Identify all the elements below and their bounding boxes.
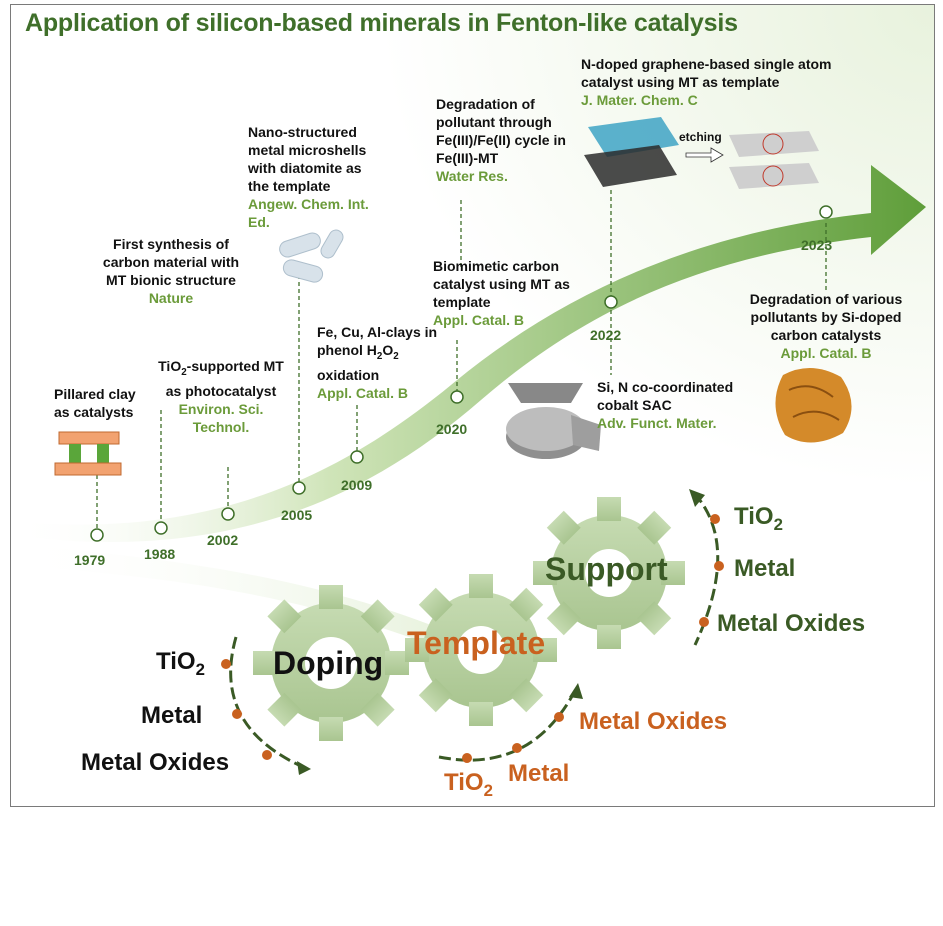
si-doped-carbon-icon <box>775 367 852 443</box>
doping-item-metal: Metal <box>141 702 203 729</box>
diatom-shells-icon <box>279 229 344 283</box>
support-item-tio2: TiO2 <box>734 503 783 534</box>
node-2005 <box>292 481 306 495</box>
node-1988 <box>154 521 168 535</box>
timeline-arrow <box>11 165 926 543</box>
support-item-metal-oxides: Metal Oxides <box>717 610 866 637</box>
year-label: 2023 <box>801 237 833 253</box>
doping-item-metal-oxides: Metal Oxides <box>81 749 230 776</box>
year-label: 2022 <box>590 327 622 343</box>
node-2020 <box>450 390 464 404</box>
node-1979 <box>90 528 104 542</box>
pillared-clay-icon <box>54 431 122 476</box>
timeline-tail <box>11 543 431 645</box>
event-2002: TiO2-supported MT as photocatalyst Envir… <box>158 358 284 435</box>
gear-label-template: Template <box>407 625 546 661</box>
event-1988: First synthesis of carbon material with … <box>102 236 240 306</box>
node-2002 <box>221 507 235 521</box>
figure-frame: Application of silicon-based minerals in… <box>10 4 935 807</box>
node-2009 <box>350 450 364 464</box>
event-2022-graphene: N-doped graphene-based single atom catal… <box>581 56 832 108</box>
node-2022 <box>604 295 618 309</box>
event-2020-biomimetic: Biomimetic carbon catalyst using MT as t… <box>433 258 570 328</box>
year-label: 2020 <box>436 421 468 437</box>
doping-item-tio2: TiO2 <box>156 648 205 679</box>
event-2022-sac: Si, N co-coordinated cobalt SAC Adv. Fun… <box>597 379 734 431</box>
graphene-sheets-icon <box>584 117 819 189</box>
gear-label-doping: Doping <box>273 645 384 681</box>
event-2020-degradation: Degradation of pollutant through Fe(III)… <box>436 96 566 184</box>
event-2009: Fe, Cu, Al-clays in phenol H2O2 oxidatio… <box>317 324 438 401</box>
arc-arrowheads <box>297 489 705 775</box>
etching-label: etching <box>679 130 722 144</box>
node-2023 <box>819 205 833 219</box>
year-nodes <box>90 205 833 542</box>
event-1979: Pillared clay as catalysts <box>54 386 136 420</box>
template-item-metal-oxides: Metal Oxides <box>579 708 728 735</box>
leader-lines <box>96 190 827 532</box>
diagram-graphics <box>11 5 934 806</box>
event-2005: Nano-structured metal microshells with d… <box>248 124 369 230</box>
year-label: 1988 <box>144 546 176 562</box>
event-2023: Degradation of various pollutants by Si-… <box>749 291 903 361</box>
year-label: 2009 <box>341 477 373 493</box>
arc-dots <box>221 514 724 763</box>
gear-holes <box>305 549 633 689</box>
year-label: 2002 <box>207 532 239 548</box>
year-label: 1979 <box>74 552 106 568</box>
support-item-metal: Metal <box>734 555 796 582</box>
template-item-metal: Metal <box>508 760 570 787</box>
cobalt-sac-icon <box>506 383 601 459</box>
template-item-tio2: TiO2 <box>444 769 493 800</box>
year-label: 2005 <box>281 507 313 523</box>
gear-label-support: Support <box>545 551 668 587</box>
figure-title: Application of silicon-based minerals in… <box>25 9 738 37</box>
